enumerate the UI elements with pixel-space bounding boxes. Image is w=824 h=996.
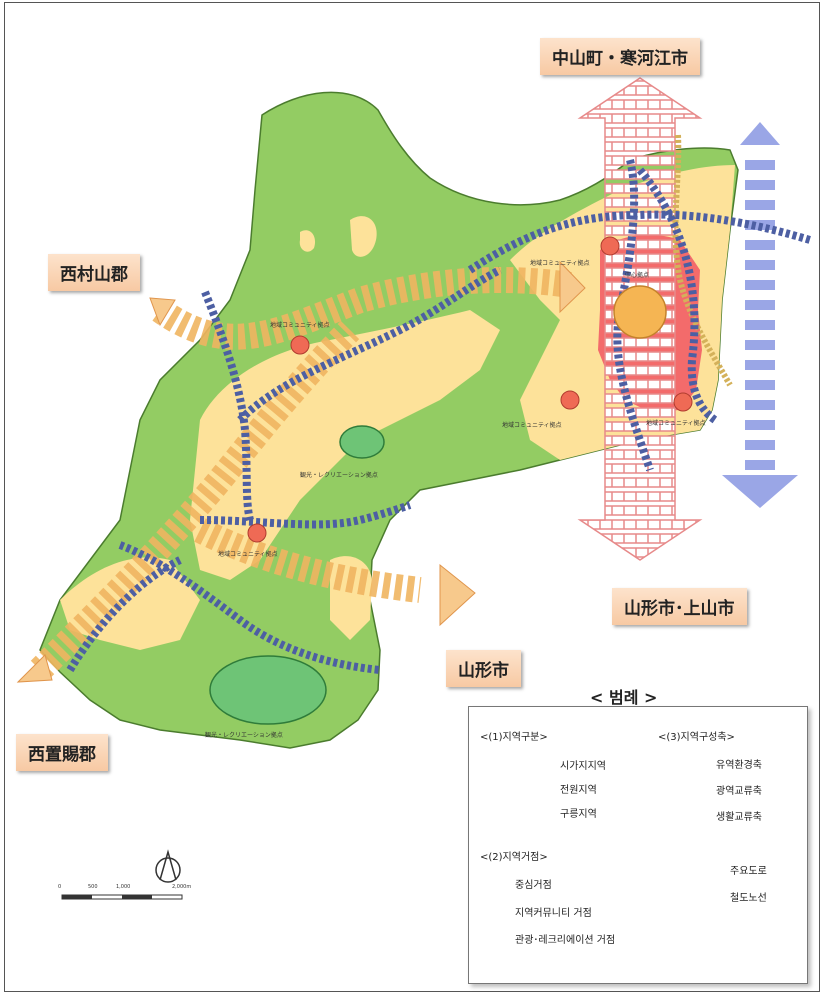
legend-heading-1: <(1)지역구분>	[480, 732, 548, 743]
life-exchange-axis	[30, 267, 572, 680]
life-axis-arrowhead-nw	[149, 297, 176, 327]
legend-item-hill: 구릉지역	[560, 809, 597, 820]
scale-tick: 1,000	[116, 884, 131, 890]
place-label: 地域コミュニティ拠点	[218, 551, 278, 558]
scale-tick: 0	[58, 884, 62, 890]
scale-bar	[61, 894, 183, 900]
region-label-south: 山形市	[446, 650, 521, 687]
watershed-axis	[722, 122, 798, 508]
legend-item-watershed: 유역환경축	[716, 760, 762, 771]
life-axis-arrowhead-east	[559, 260, 586, 314]
life-axis-arrowhead-south	[439, 563, 476, 627]
legend-item-community: 지역커뮤니티 거점	[515, 908, 592, 919]
legend-item-life: 생활교류축	[716, 812, 762, 823]
legend-item-center: 중심거점	[515, 880, 552, 891]
scale-tick: 2,000m	[172, 884, 192, 890]
place-label: 中心拠点	[625, 272, 650, 279]
region-label-southeast: 山形市･上山市	[612, 588, 747, 625]
legend-item-urban: 시가지지역	[560, 761, 606, 772]
tourism-point	[339, 425, 385, 459]
legend-heading-2: <(2)지역거점>	[480, 852, 548, 863]
region-label-west: 西村山郡	[48, 254, 140, 291]
legend-item-tourism: 관광･레크리에이션 거점	[515, 935, 616, 946]
legend-item-wide: 광역교류축	[716, 786, 762, 797]
legend-title: < 범례 >	[590, 688, 658, 707]
legend-heading-3: <(3)지역구성축>	[658, 732, 735, 743]
north-arrow-icon	[155, 849, 181, 883]
legend-box	[468, 706, 808, 984]
legend-item-rail: 철도노선	[730, 893, 767, 904]
life-axis-arrowhead-sw	[16, 654, 53, 683]
place-label: 地域コミュニティ拠点	[646, 420, 706, 427]
place-label: 観光・レクリエーション拠点	[205, 732, 283, 739]
legend-item-road: 주요도로	[730, 866, 767, 877]
center-point	[613, 285, 667, 339]
region-label-southwest: 西置賜郡	[16, 734, 108, 771]
rural-region-south	[60, 557, 200, 650]
main-roads	[66, 159, 812, 674]
place-label: 地域コミュニティ拠点	[502, 422, 562, 429]
place-label: 地域コミュニティ拠点	[270, 322, 330, 329]
legend-item-rural: 전원지역	[560, 785, 597, 796]
rural-patch	[299, 230, 316, 252]
rural-patch	[350, 216, 377, 257]
tourism-point	[209, 655, 327, 725]
scale-tick: 500	[88, 884, 98, 890]
place-label: 地域コミュニティ拠点	[530, 260, 590, 267]
place-label: 観光・レクリエーション拠点	[300, 472, 378, 479]
community-points	[247, 236, 693, 543]
railway-line	[672, 134, 733, 387]
region-label-north: 中山町・寒河江市	[540, 38, 700, 75]
